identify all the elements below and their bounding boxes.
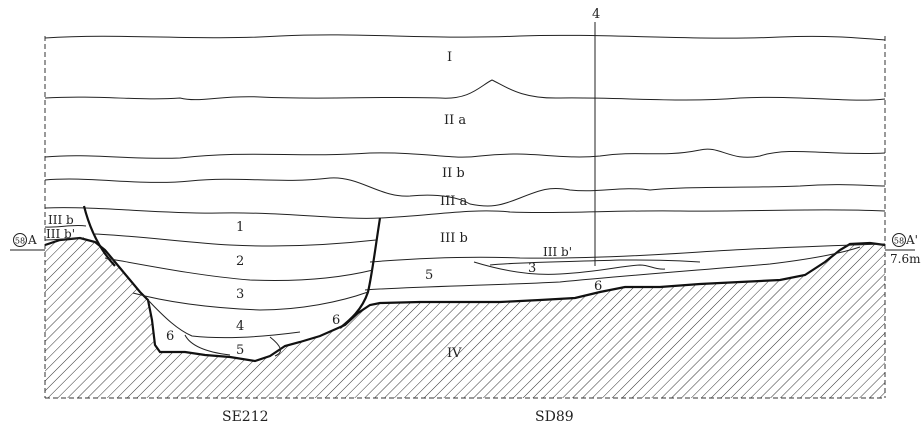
fill-label-3-right: 3 xyxy=(528,261,536,276)
pit-boundary-4-5 xyxy=(184,334,231,356)
caption-left: SE212 xyxy=(222,409,269,425)
elevation-label: 7.6m xyxy=(890,252,921,266)
datum-left-number: 58 xyxy=(15,237,25,246)
datum-marker-right: 58 A' 7.6m xyxy=(890,233,921,266)
layer-label-IIa: II a xyxy=(444,113,466,128)
pit-boundary-4-6 xyxy=(147,299,301,339)
layer-label-I: I xyxy=(447,50,452,65)
section-number-4: 4 xyxy=(592,7,600,22)
pit-boundary-1-2 xyxy=(94,233,377,247)
boundary-I-IIa xyxy=(44,79,886,101)
fill-label-6-pit-right: 6 xyxy=(332,313,340,328)
pit-boundary-2-3 xyxy=(104,257,374,282)
fill-label-2: 2 xyxy=(236,254,244,269)
fill-label-3: 3 xyxy=(236,287,244,302)
layer-label-IV: IV xyxy=(447,346,462,361)
caption-right: SD89 xyxy=(535,409,574,425)
datum-right-label: A' xyxy=(905,233,918,247)
pit-left-wall xyxy=(82,205,116,267)
layer-label-IIIa: III a xyxy=(440,194,468,209)
layer-label-IIIb-prime-mid: III b' xyxy=(543,245,572,259)
boundary-fill5-fill6 xyxy=(364,246,861,291)
layer-label-IIIb-mid: III b xyxy=(440,231,468,246)
datum-marker-left: 58 A xyxy=(13,233,37,247)
datum-left-label: A xyxy=(27,233,37,247)
fill-label-5-right: 5 xyxy=(425,268,433,283)
top-surface-line xyxy=(44,34,886,41)
lens-3-upper xyxy=(489,259,701,266)
boundary-left-IIIb xyxy=(44,224,87,228)
fill-label-1: 1 xyxy=(236,220,244,235)
boundary-IIa-IIb xyxy=(44,148,886,159)
fill-label-5: 5 xyxy=(236,343,244,358)
pit-boundary-3-4 xyxy=(132,291,369,311)
datum-right-number: 58 xyxy=(894,237,904,246)
fill-label-4: 4 xyxy=(236,319,244,334)
boundary-left-IIIb-prime xyxy=(44,237,85,241)
fill-label-6-right: 6 xyxy=(594,279,602,294)
boundary-IIIb-prime xyxy=(369,243,886,263)
lens-3-lower xyxy=(473,261,666,275)
boundary-IIb-IIIa xyxy=(44,177,886,207)
layer-label-IIb: II b xyxy=(442,166,465,181)
layer-label-IIIb-left: III b xyxy=(48,213,74,227)
pit-right-wall xyxy=(339,217,382,329)
fill-label-6-left: 6 xyxy=(166,329,174,344)
ground-hatch xyxy=(45,238,885,398)
pit-boundary-5-6 xyxy=(269,336,281,357)
boundary-IIIa-IIIb xyxy=(44,207,886,219)
layer-label-IIIb-prime-left: III b' xyxy=(46,227,75,241)
